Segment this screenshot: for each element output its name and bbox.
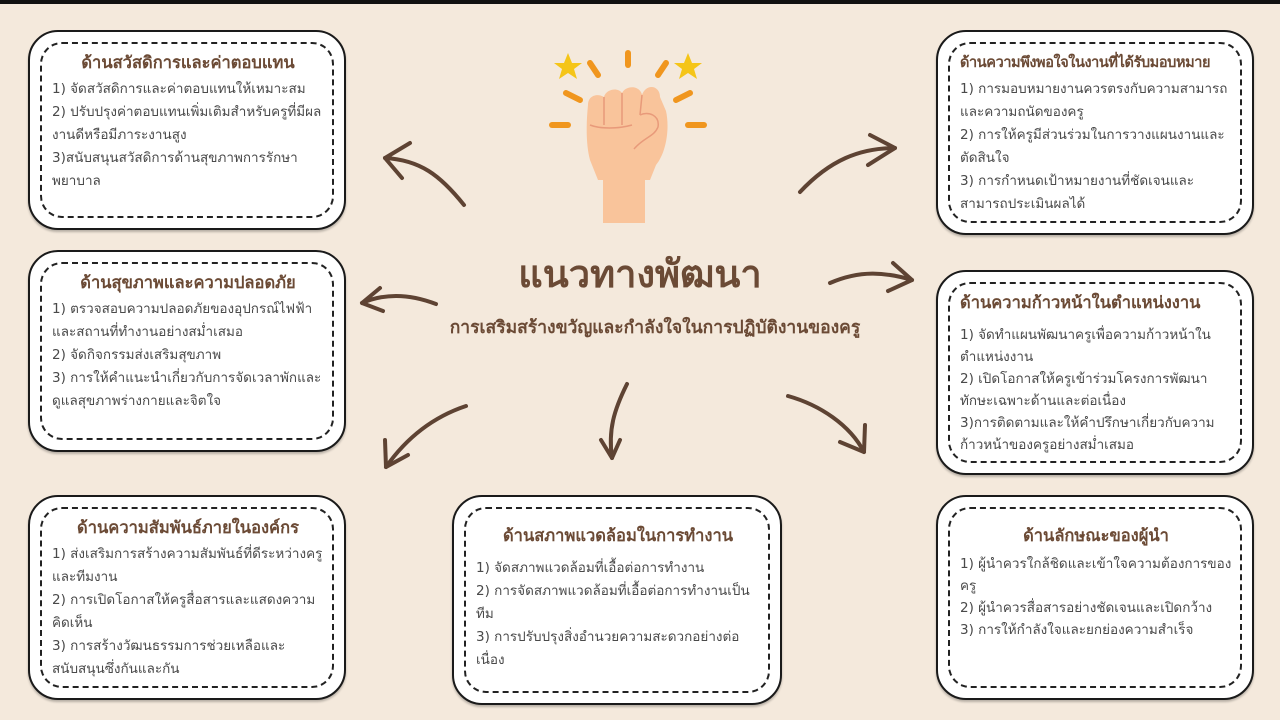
star-left-icon: [554, 53, 582, 79]
top-border: [0, 0, 1280, 4]
card-leadership: ด้านลักษณะของผู้นำ 1) ผู้นำควรใกล้ชิดและ…: [936, 495, 1254, 700]
card-item: 2) การเปิดโอกาสให้ครูสื่อสารและแสดงความค…: [52, 592, 316, 631]
arrow-to-welfare: [383, 141, 466, 207]
main-subtitle: การเสริมสร้างขวัญและกำลังใจในการปฏิบัติง…: [449, 318, 861, 338]
arrow-to-career: [828, 261, 914, 293]
card-title: ด้านสภาพแวดล้อมในการทำงาน: [502, 526, 734, 545]
card-health-safety: ด้านสุขภาพและความปลอดภัย 1) ตรวจสอบความป…: [28, 250, 346, 452]
arrow-to-leadership: [786, 394, 867, 454]
card-item: 1) ตรวจสอบความปลอดภัยของอุปกรณ์ไฟฟ้าและส…: [52, 301, 313, 340]
raised-fist-icon: [549, 50, 707, 223]
card-item: 1) ส่งเสริมการสร้างความสัมพันธ์ที่ดีระหว…: [52, 546, 323, 585]
card-item: 3) การปรับปรุงสิ่งอำนวยความสะดวกอย่างต่อ…: [476, 629, 740, 668]
card-title: ด้านความพึงพอใจในงานที่ได้รับมอบหมาย: [960, 55, 1211, 71]
card-item: 3) การกำหนดเป้าหมายงานที่ชัดเจนและสามารถ…: [960, 173, 1195, 212]
card-title: ด้านความสัมพันธ์ภายในองค์กร: [77, 518, 299, 537]
arrow-to-health: [360, 286, 438, 313]
card-item: 2) จัดกิจกรรมส่งเสริมสุขภาพ: [52, 347, 222, 363]
card-item: 3) การให้กำลังใจและยกย่องความสำเร็จ: [960, 622, 1194, 638]
main-title: แนวทางพัฒนา: [518, 252, 762, 296]
card-item: 3)การติดตามและให้คำปรึกษาเกี่ยวกับความก้…: [960, 415, 1215, 453]
card-title: ด้านสวัสดิการและค่าตอบแทน: [81, 53, 295, 72]
card-item: 1) จัดทำแผนพัฒนาครูเพื่อความก้าวหน้าในตำ…: [960, 327, 1211, 365]
card-item: 2) เปิดโอกาสให้ครูเข้าร่วมโครงการพัฒนาทั…: [960, 371, 1208, 409]
card-item: 1) จัดสภาพแวดล้อมที่เอื้อต่อการทำงาน: [476, 560, 705, 576]
card-item: 3) การให้คำแนะนำเกี่ยวกับการจัดเวลาพักแล…: [52, 370, 322, 409]
card-item: 3)สนับสนุนสวัสดิการด้านสุขภาพการรักษาพยา…: [52, 150, 298, 189]
card-title: ด้านความก้าวหน้าในตำแหน่งงาน: [960, 293, 1201, 312]
card-item: 2) ผู้นำควรสื่อสารอย่างชัดเจนและเปิดกว้า…: [960, 600, 1213, 616]
card-welfare: ด้านสวัสดิการและค่าตอบแทน 1) จัดสวัสดิกา…: [28, 30, 346, 230]
card-work-environment: ด้านสภาพแวดล้อมในการทำงาน 1) จัดสภาพแวดล…: [452, 495, 782, 705]
card-item: 1) ผู้นำควรใกล้ชิดและเข้าใจความต้องการขอ…: [960, 556, 1232, 594]
card-title: ด้านสุขภาพและความปลอดภัย: [80, 273, 296, 292]
arrow-to-relationship: [383, 404, 468, 469]
card-item: 2) การจัดสภาพแวดล้อมที่เอื้อต่อการทำงานเ…: [476, 583, 750, 622]
card-career-advancement: ด้านความก้าวหน้าในตำแหน่งงาน 1) จัดทำแผน…: [936, 270, 1254, 475]
card-title: ด้านลักษณะของผู้นำ: [1023, 526, 1169, 545]
card-item: 1) จัดสวัสดิการและค่าตอบแทนให้เหมาะสม: [52, 81, 306, 97]
arrow-to-environment: [599, 382, 629, 460]
card-job-satisfaction: ด้านความพึงพอใจในงานที่ได้รับมอบหมาย 1) …: [936, 30, 1254, 235]
card-organizational-relationships: ด้านความสัมพันธ์ภายในองค์กร 1) ส่งเสริมก…: [28, 495, 346, 700]
arrow-to-satisfaction: [798, 133, 897, 194]
star-right-icon: [674, 53, 702, 79]
card-item: 1) การมอบหมายงานควรตรงกับความสามารถและคว…: [960, 81, 1228, 120]
card-item: 2) ปรับปรุงค่าตอบแทนเพิ่มเติมสำหรับครูที…: [52, 104, 322, 143]
card-item: 3) การสร้างวัฒนธรรมการช่วยเหลือและสนับสน…: [52, 638, 286, 677]
card-item: 2) การให้ครูมีส่วนร่วมในการวางแผนงานและต…: [960, 127, 1225, 166]
